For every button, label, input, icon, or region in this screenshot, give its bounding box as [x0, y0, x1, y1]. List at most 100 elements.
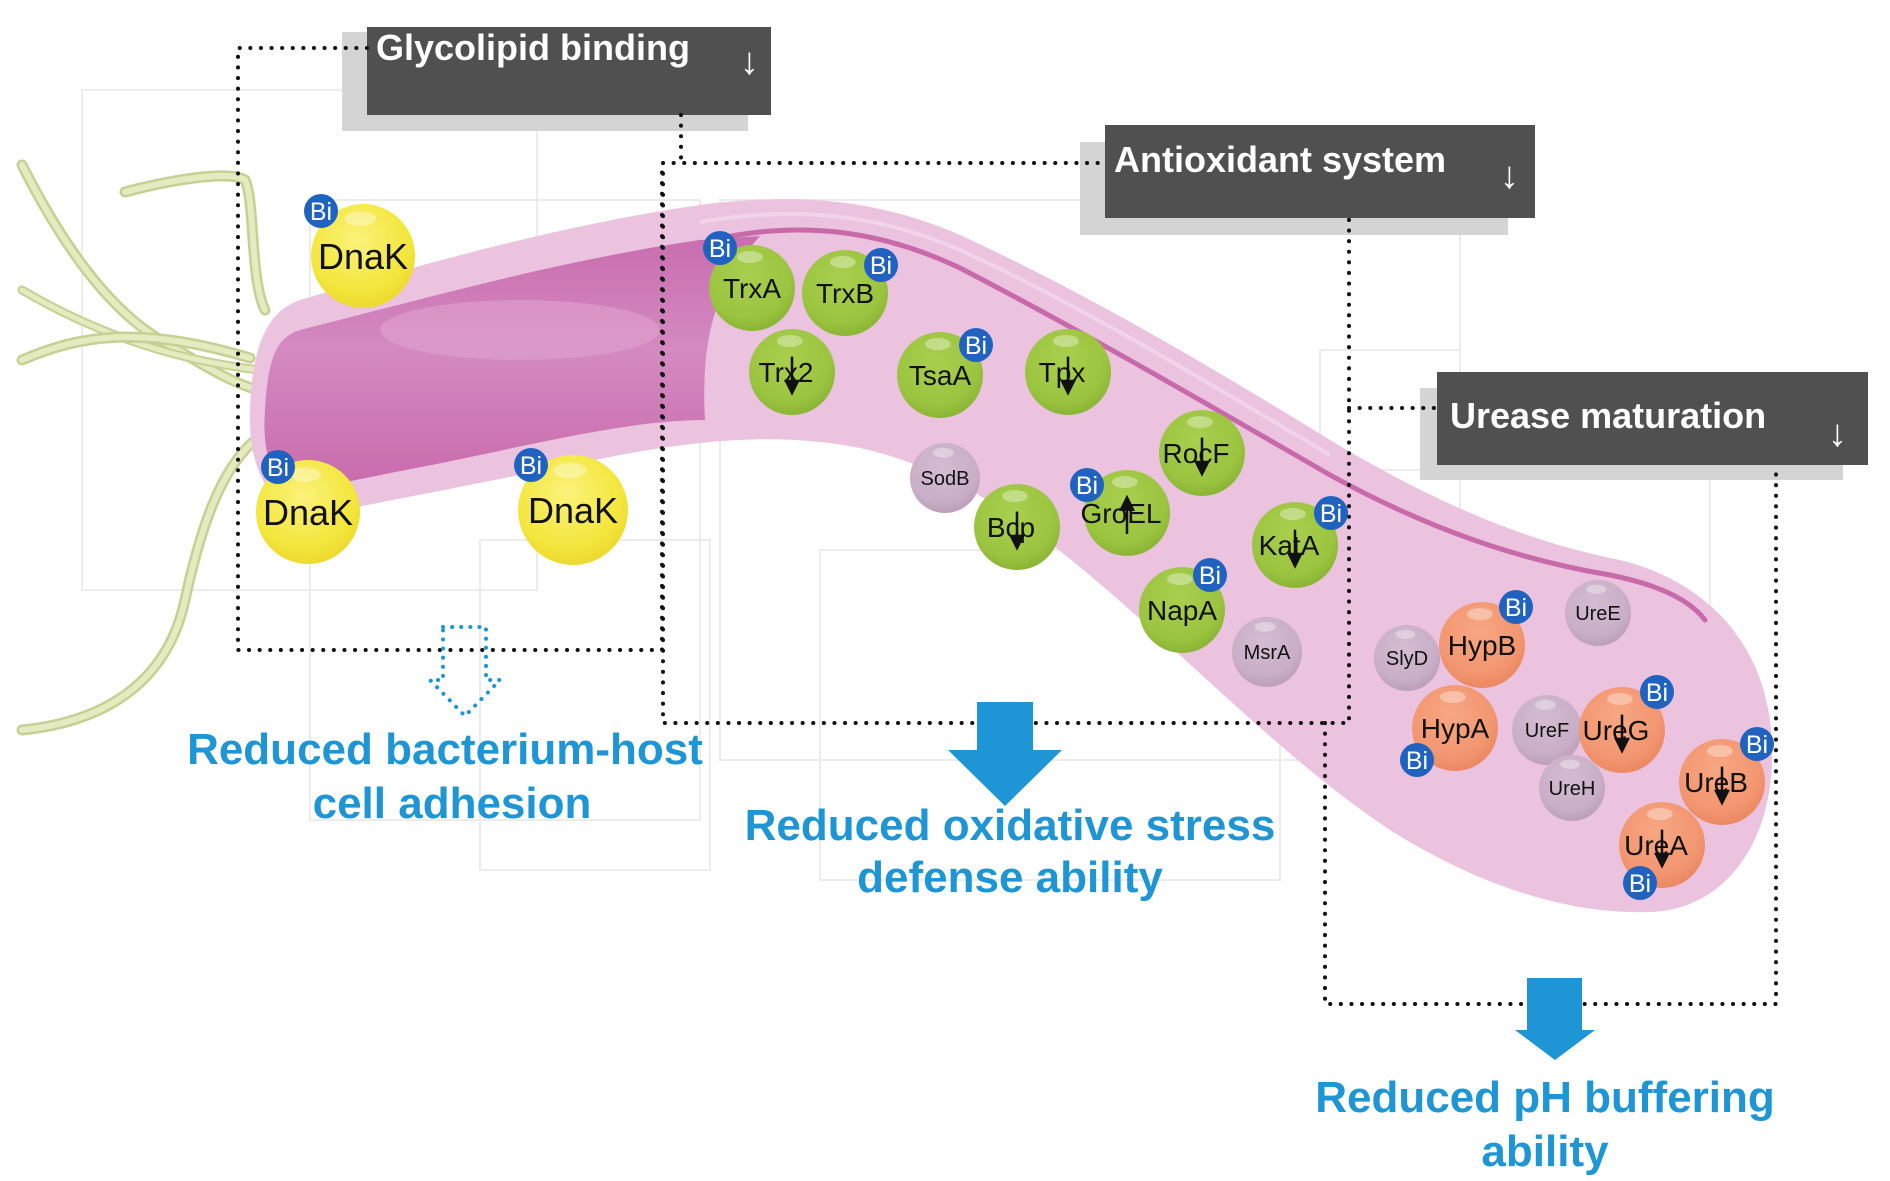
- flagellum: [119, 170, 271, 316]
- urease-label-box: [1437, 372, 1868, 465]
- sphere-highlight: [1560, 759, 1581, 769]
- sphere-highlight: [829, 256, 856, 269]
- sphere-highlight: [1186, 416, 1213, 429]
- protein-sphere: [1539, 755, 1605, 821]
- protein-label: TsaA: [909, 360, 972, 391]
- pathway-labels: Glycolipid binding ↓ Antioxidant system …: [342, 27, 1868, 480]
- oxidative-outcome-line1: Reduced oxidative stress: [745, 801, 1276, 850]
- membrane-line-highlight: [699, 211, 1332, 457]
- down-arrow-icon: [1286, 529, 1304, 569]
- sphere-highlight: [1279, 508, 1306, 521]
- oxidative-outcome-line2: defense ability: [857, 853, 1163, 902]
- sphere-highlight: [776, 335, 803, 348]
- protein-label: GroEL: [1081, 498, 1162, 529]
- protein-label: UreF: [1525, 720, 1569, 742]
- sphere-highlight: [289, 467, 321, 482]
- protein-sphere: [256, 460, 360, 564]
- bismuth-badge-icon: [1740, 727, 1774, 761]
- bismuth-badge-icon: [261, 450, 295, 484]
- sphere-highlight: [344, 211, 376, 226]
- ph-outcome-line2: ability: [1481, 1127, 1609, 1176]
- protein-trxa: TrxA Bi: [703, 231, 795, 331]
- glycolipid-label-box: [367, 27, 771, 115]
- bismuth-badge-label: Bi: [520, 452, 542, 480]
- bismuth-badge-label: Bi: [1406, 747, 1428, 775]
- sphere-highlight: [1586, 584, 1607, 594]
- bismuth-badge-label: Bi: [709, 235, 731, 263]
- protein-ureh: UreH: [1539, 755, 1605, 821]
- bismuth-badge-label: Bi: [1746, 731, 1768, 759]
- protein-sphere: [1232, 617, 1302, 687]
- bismuth-badge-label: Bi: [310, 198, 332, 226]
- protein-label: MsrA: [1244, 642, 1291, 664]
- protein-hypa: HypA Bi: [1400, 685, 1498, 777]
- protein-label: UreH: [1549, 778, 1596, 800]
- up-arrow-icon: [1118, 494, 1136, 534]
- down-arrow-icon: ↓: [1500, 155, 1519, 197]
- antioxidant-label-text: Antioxidant system: [1114, 139, 1446, 180]
- bismuth-badge-label: Bi: [1646, 679, 1668, 707]
- ph-outcome-line1: Reduced pH buffering: [1315, 1073, 1775, 1122]
- protein-hypb: HypB Bi: [1439, 590, 1533, 688]
- protein-label: UreE: [1575, 603, 1621, 625]
- inner-cytoplasm-left: [264, 236, 760, 491]
- sphere-highlight: [1395, 629, 1416, 639]
- protein-uree: UreE: [1565, 580, 1631, 646]
- protein-msra: MsrA: [1232, 617, 1302, 687]
- bismuth-badge-icon: [703, 231, 737, 265]
- protein-sphere: [518, 455, 628, 565]
- sphere-highlight: [1706, 745, 1733, 758]
- sphere-highlight: [1646, 808, 1673, 821]
- down-arrow-icon: [948, 702, 1062, 806]
- bismuth-badge-label: Bi: [870, 252, 892, 280]
- adhesion-outcome-line2: cell adhesion: [313, 779, 592, 828]
- bacterium-body: [249, 199, 1773, 913]
- sphere-highlight: [1466, 608, 1493, 621]
- bismuth-badge-label: Bi: [1505, 594, 1527, 622]
- protein-sodb: SodB: [910, 443, 980, 513]
- protein-label: HypA: [1421, 713, 1490, 744]
- sphere-highlight: [924, 338, 951, 351]
- protein-label: TrxA: [723, 273, 781, 304]
- down-arrow-icon: [1008, 511, 1026, 551]
- sphere-highlight: [1606, 693, 1633, 706]
- down-arrow-icon: [1515, 978, 1595, 1060]
- outcome-texts: Reduced bacterium-host cell adhesion Red…: [187, 725, 1775, 1176]
- protein-bcp: Bcp: [974, 484, 1060, 570]
- protein-tpx: Tpx: [1025, 329, 1111, 415]
- down-arrow-icon: [783, 356, 801, 396]
- bismuth-badge-label: Bi: [267, 454, 289, 482]
- bismuth-badge-icon: [864, 248, 898, 282]
- sphere-highlight: [1166, 573, 1193, 586]
- protein-sphere: [1565, 580, 1631, 646]
- protein-sphere: [1439, 602, 1525, 688]
- outcome-arrows: [425, 625, 1595, 1060]
- flagellum: [19, 437, 258, 733]
- protein-label: HypB: [1448, 630, 1516, 661]
- protein-sphere: [311, 204, 415, 308]
- down-arrow-icon: [1613, 714, 1631, 754]
- bismuth-badge-icon: [1640, 675, 1674, 709]
- protein-sphere: [1374, 625, 1440, 691]
- flagellum: [19, 334, 253, 363]
- protein-label: SodB: [921, 468, 970, 490]
- bismuth-badge-icon: [514, 448, 548, 482]
- down-arrow-icon: ↓: [740, 41, 759, 83]
- down-arrow-icon: ↓: [1828, 413, 1847, 455]
- protein-rocf: RocF: [1159, 410, 1245, 496]
- flagella: [16, 159, 276, 736]
- sphere-highlight: [1254, 621, 1276, 632]
- body-highlight: [380, 300, 660, 360]
- down-arrow-icon: [1059, 356, 1077, 396]
- flagellum: [122, 172, 268, 313]
- sphere-highlight: [1439, 691, 1466, 704]
- adhesion-outcome-line1: Reduced bacterium-host: [187, 725, 703, 774]
